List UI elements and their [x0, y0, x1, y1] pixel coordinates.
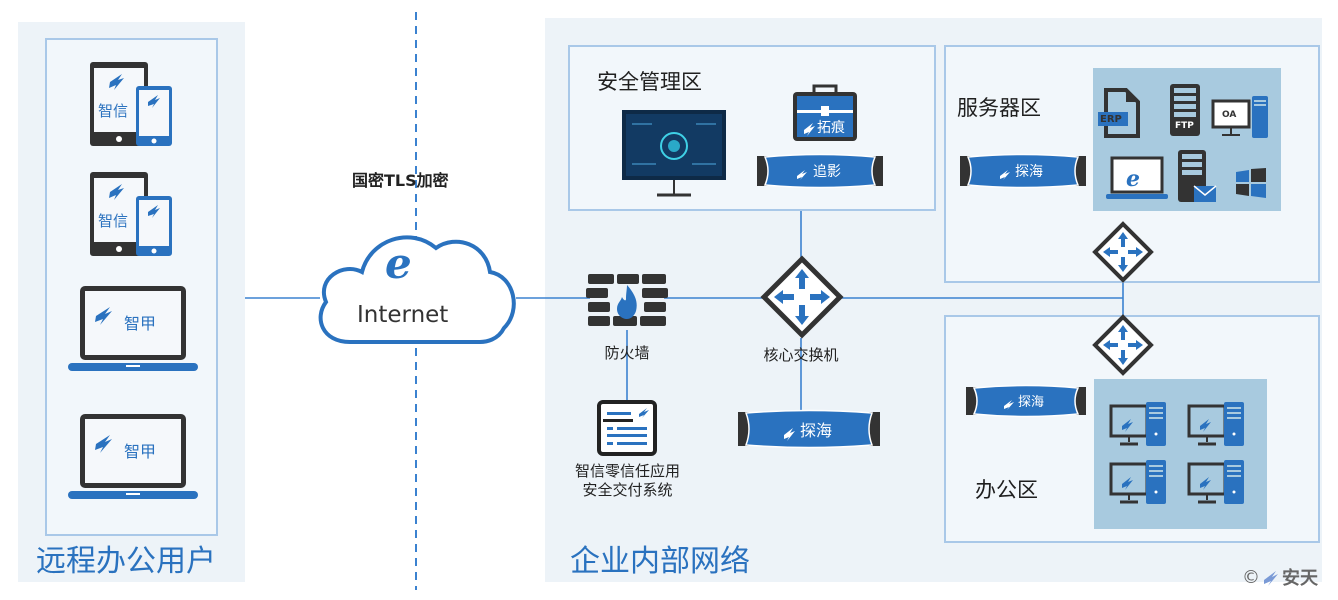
core-switch-icon — [760, 255, 844, 339]
tablet-phone-device-2 — [90, 172, 172, 256]
internet-label: Internet — [357, 302, 449, 328]
office-zone-title: 办公区 — [975, 478, 1038, 502]
ftp-label: FTP — [1175, 121, 1194, 131]
laptop-device-1 — [68, 286, 198, 371]
appliance-tanhai-core-text: 探海 — [800, 421, 833, 440]
appliance-tanhai-core-icon — [738, 409, 880, 449]
server-zone-switch-icon — [1092, 221, 1154, 283]
ie-icon: e — [385, 239, 412, 288]
enterprise-network-title: 企业内部网络 — [570, 544, 750, 579]
svg-text:e: e — [1126, 166, 1140, 192]
erp-label: ERP — [1100, 114, 1122, 125]
appliance-zhuiying-icon — [757, 153, 883, 189]
zero-trust-label-line2: 安全交付系统 — [582, 481, 673, 499]
internet-cloud: e — [318, 235, 516, 344]
tablet-phone-device-1 — [90, 62, 172, 146]
office-zone-switch-icon — [1092, 314, 1154, 376]
erp-file-icon — [1098, 88, 1140, 138]
laptop-brand-text-2: 智甲 — [124, 442, 157, 461]
security-zone-title: 安全管理区 — [597, 70, 702, 94]
remote-users-title: 远程办公用户 — [36, 544, 216, 579]
encryption-label: 国密TLS加密 — [352, 171, 449, 190]
tablet-brand-text-1: 智信 — [98, 102, 129, 120]
mail-server-icon — [1178, 150, 1217, 202]
workstation-icon-2 — [1187, 402, 1244, 446]
oa-label: OA — [1222, 110, 1237, 120]
oa-desktop-icon — [1211, 96, 1268, 138]
workstation-icon-1 — [1109, 402, 1166, 446]
appliance-tanhai-office-text: 探海 — [1018, 395, 1045, 410]
appliance-zhuiying-text: 追影 — [813, 164, 841, 180]
laptop-device-2 — [68, 414, 198, 499]
appliance-tanhai-server-text: 探海 — [1015, 164, 1043, 180]
tablet-brand-text-2: 智信 — [98, 212, 129, 230]
watermark-text: 安天 — [1282, 568, 1318, 589]
zero-trust-label-line1: 智信零信任应用 — [574, 462, 680, 480]
toolbox-icon — [793, 84, 857, 141]
laptop-brand-text-1: 智甲 — [124, 314, 157, 333]
toolbox-brand-text: 拓痕 — [817, 120, 845, 136]
server-zone-title: 服务器区 — [957, 96, 1041, 120]
workstation-icon-4 — [1187, 460, 1244, 504]
appliance-tanhai-server-icon — [960, 153, 1086, 189]
firewall-label: 防火墙 — [604, 344, 650, 362]
firewall-icon — [586, 274, 668, 326]
appliance-tanhai-office-icon — [966, 384, 1086, 418]
watermark: © 安天 — [1242, 564, 1318, 590]
copyright-symbol: © — [1242, 566, 1260, 588]
zero-trust-system-icon — [597, 400, 657, 456]
ftp-server-icon — [1170, 84, 1200, 136]
dashboard-monitor-icon — [622, 110, 726, 197]
core-switch-label: 核心交换机 — [763, 346, 839, 364]
ie-laptop-icon: e — [1106, 156, 1168, 199]
workstation-icon-3 — [1109, 460, 1166, 504]
antiy-logo-icon — [1264, 571, 1278, 586]
windows-logo-icon — [1236, 168, 1266, 198]
